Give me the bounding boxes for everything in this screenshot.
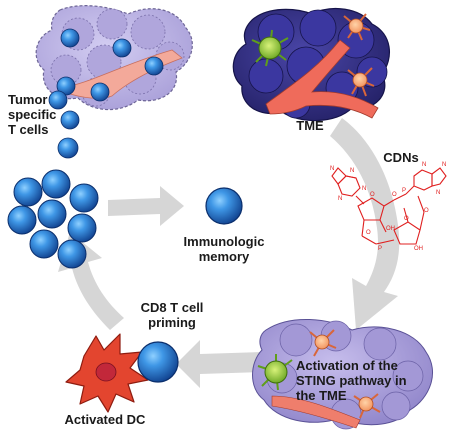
label-activated-dc: Activated DC [64,412,146,427]
t-cell-cluster [7,169,99,269]
svg-text:N: N [330,166,334,172]
label-tme: TME [296,118,324,133]
svg-text:OH: OH [414,246,423,252]
svg-text:O: O [392,192,397,198]
svg-text:OH: OH [386,226,395,232]
svg-text:N: N [338,196,342,202]
cd8-t-cell-icon [137,341,179,383]
label-sting-activation: Activation of the STING pathway in the T… [296,358,407,403]
svg-text:O: O [424,208,429,214]
svg-text:P: P [402,188,406,194]
dendritic-cell-icon [65,333,149,413]
svg-text:N: N [442,162,446,168]
svg-text:O: O [366,230,371,236]
label-immunologic-memory: Immunologic memory [183,234,265,264]
green-cell-icon [251,29,289,67]
memory-t-cell-icon [205,187,243,225]
label-tumor-specific-t-cells: Tumor specific T cells [8,92,57,137]
svg-text:O: O [404,216,409,222]
cdn-molecule-icon [331,167,447,245]
svg-text:O: O [370,192,375,198]
t-cell-icon [48,28,164,159]
svg-text:N: N [362,186,366,192]
tme-tumor-mass-icon [232,7,390,122]
sting-tumor-mass-icon [252,319,434,430]
label-cdns: CDNs [383,150,419,165]
label-cd8-t-cell-priming: CD8 T cell priming [140,300,204,330]
svg-text:P: P [378,246,382,252]
green-cell-icon [257,354,293,391]
svg-text:N: N [422,162,426,168]
svg-text:N: N [436,190,440,196]
dendritic-cell-icon [343,13,375,97]
svg-text:N: N [350,168,354,174]
